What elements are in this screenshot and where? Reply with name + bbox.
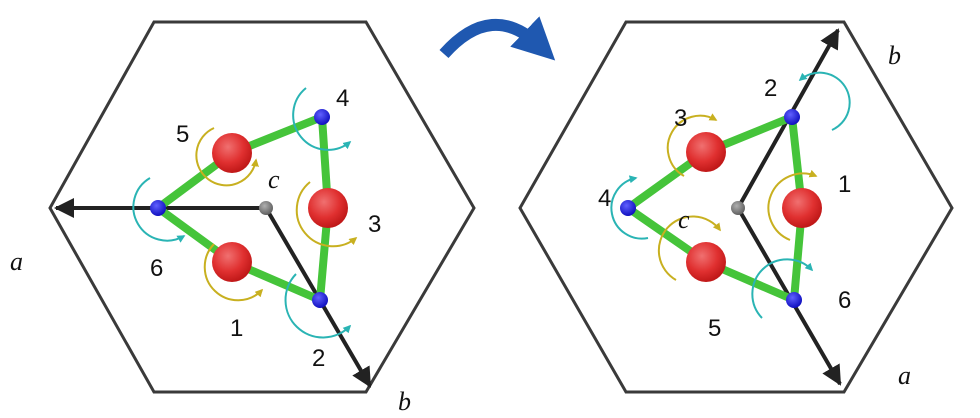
left-site-label-3: 3 xyxy=(368,211,381,238)
right-red-atom-site3 xyxy=(686,132,726,172)
right-blue-atom-site4 xyxy=(620,200,636,216)
left-axis-label-a: a xyxy=(10,247,23,276)
left-site-label-1: 1 xyxy=(230,315,243,342)
right-cyan-arrow-site4 xyxy=(610,175,649,240)
right-yellow-arrow-site3 xyxy=(666,113,718,177)
left-red-atom-site3 xyxy=(308,188,348,228)
right-blue-atom-site6 xyxy=(786,292,802,308)
left-red-atom-site1 xyxy=(212,242,252,282)
left-site-label-5: 5 xyxy=(176,121,189,148)
left-blue-atom-site6 xyxy=(150,200,166,216)
right-site-label-5: 5 xyxy=(708,315,721,342)
left-yellow-arrow-site5 xyxy=(195,127,259,187)
left-blue-atom-site2 xyxy=(312,292,328,308)
left-axis-label-b: b xyxy=(398,387,411,416)
curved-clockwise-arrow-icon xyxy=(439,16,556,61)
right-site-label-2: 2 xyxy=(764,75,777,102)
right-panel: 1 2 3 4 5 6 a b c xyxy=(518,20,954,394)
right-cyan-arrow-site6 xyxy=(751,258,814,319)
left-yellow-arrow-site1 xyxy=(203,243,264,302)
right-yellow-arrow-site1 xyxy=(767,169,818,241)
left-cyan-arrow-site6 xyxy=(132,177,186,243)
right-cyan-arrow-site2 xyxy=(798,71,851,131)
right-hexagon xyxy=(518,20,954,394)
right-red-atom-site5 xyxy=(686,242,726,282)
right-site-label-4: 4 xyxy=(598,185,611,212)
left-red-atom-site5 xyxy=(212,133,252,173)
right-site-label-1: 1 xyxy=(838,171,851,198)
left-yellow-arrow-site3 xyxy=(295,181,358,248)
left-panel: 1 2 3 4 5 6 a b c xyxy=(10,20,476,416)
right-center-atom xyxy=(731,201,745,215)
left-cyan-arrow-site2 xyxy=(284,273,352,339)
left-site-label-4: 4 xyxy=(336,85,349,112)
left-site-label-2: 2 xyxy=(312,345,325,372)
left-site-label-6: 6 xyxy=(150,255,163,282)
right-axis-label-c: c xyxy=(678,205,690,234)
right-red-atom-site1 xyxy=(782,188,822,228)
left-cyan-arrow-site4 xyxy=(292,87,352,151)
right-site-label-6: 6 xyxy=(838,287,851,314)
left-hexagon xyxy=(48,20,476,394)
right-yellow-arrow-site5 xyxy=(657,215,721,281)
right-blue-atom-site2 xyxy=(784,109,800,125)
left-blue-atom-site4 xyxy=(314,109,330,125)
left-axis-label-c: c xyxy=(268,165,280,194)
left-center-atom xyxy=(259,201,273,215)
right-site-label-3: 3 xyxy=(674,105,687,132)
right-axis-label-b: b xyxy=(888,41,901,70)
right-axis-label-a: a xyxy=(898,361,911,390)
